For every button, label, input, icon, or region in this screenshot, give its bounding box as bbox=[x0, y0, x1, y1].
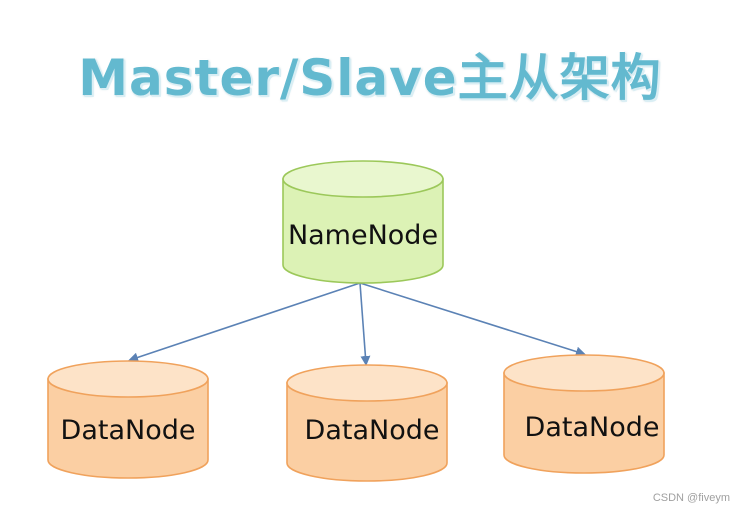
database-cylinder-icon bbox=[47, 360, 209, 479]
connectors bbox=[128, 282, 586, 366]
datanode-label-1: DataNode bbox=[61, 415, 196, 446]
database-cylinder-icon bbox=[282, 160, 444, 284]
connector-arrow-datanode-1 bbox=[128, 282, 361, 363]
datanode-node-2: DataNode bbox=[286, 364, 448, 482]
connector-arrow-datanode-2 bbox=[359, 282, 371, 366]
namenode-label: NameNode bbox=[288, 220, 438, 251]
datanode-label-3: DataNode bbox=[525, 412, 660, 443]
namenode-node: NameNode bbox=[282, 160, 444, 284]
datanode-label-2: DataNode bbox=[305, 415, 440, 446]
database-cylinder-icon bbox=[503, 354, 665, 474]
watermark-text: CSDN @fiveym bbox=[652, 492, 730, 504]
diagram-title: Master/Slave主从架构 bbox=[78, 49, 662, 107]
datanode-node-1: DataNode bbox=[47, 360, 209, 479]
connector-arrow-datanode-3 bbox=[359, 282, 586, 357]
datanode-node-3: DataNode bbox=[503, 354, 665, 474]
database-cylinder-icon bbox=[286, 364, 448, 482]
